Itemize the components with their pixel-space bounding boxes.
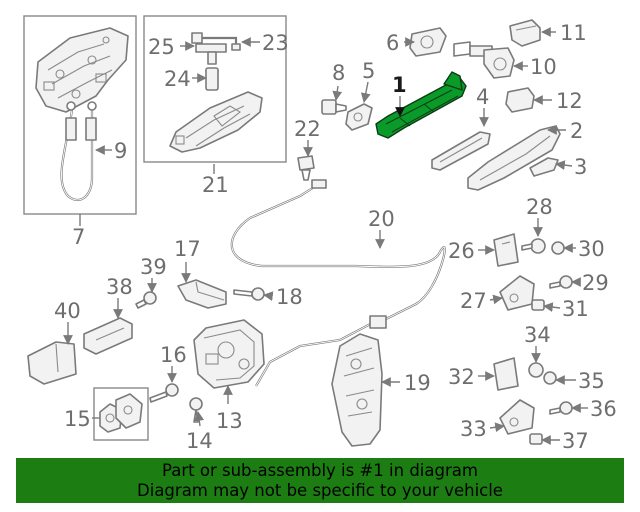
callout-26: 26 (448, 239, 475, 263)
parts-diagram: 1 2 3 4 5 6 7 8 9 10 11 12 13 14 15 16 1… (23, 15, 617, 453)
callout-36: 36 (590, 397, 617, 421)
callout-9: 9 (114, 139, 127, 163)
callout-4: 4 (476, 85, 489, 109)
trim-4 (431, 131, 491, 171)
callout-18: 18 (276, 285, 303, 309)
callout-15: 15 (64, 407, 91, 431)
banner-line-1: Part or sub-assembly is #1 in diagram (162, 461, 478, 480)
callout-25: 25 (148, 35, 175, 59)
lock-cylinder-10 (453, 41, 515, 79)
part-31 (531, 299, 545, 311)
nut-30 (551, 241, 565, 255)
callout-14: 14 (186, 429, 213, 453)
bolt-34 (528, 362, 544, 378)
callout-20: 20 (368, 207, 395, 231)
hinge-27 (499, 275, 535, 311)
group-box-15 (93, 387, 149, 441)
callout-32: 32 (448, 365, 475, 389)
info-banner: Part or sub-assembly is #1 in diagram Di… (16, 458, 624, 503)
nut-35 (543, 371, 557, 385)
part-24 (205, 67, 219, 91)
cable-20 (230, 179, 446, 387)
callout-7: 7 (72, 225, 85, 249)
hinge-26 (493, 233, 519, 267)
bolt-39 (135, 291, 157, 309)
callout-29: 29 (582, 271, 609, 295)
cable-9-part (60, 101, 97, 202)
seals-15 (99, 393, 143, 433)
callout-24: 24 (164, 67, 191, 91)
bracket-17 (177, 279, 227, 309)
banner-line-2: Diagram may not be specific to your vehi… (137, 481, 503, 500)
callout-30: 30 (578, 237, 605, 261)
callout-8: 8 (332, 61, 345, 85)
callout-3: 3 (574, 155, 587, 179)
callout-35: 35 (578, 369, 605, 393)
callout-38: 38 (106, 275, 133, 299)
callout-33: 33 (460, 417, 487, 441)
callout-11: 11 (560, 21, 587, 45)
callout-21: 21 (202, 173, 229, 197)
group-box-21 (143, 15, 287, 163)
hinge-33 (499, 399, 535, 435)
callout-12: 12 (556, 89, 583, 113)
callout-2: 2 (570, 119, 583, 143)
callout-17: 17 (174, 237, 201, 261)
callout-31: 31 (562, 297, 589, 321)
cap-11 (509, 19, 541, 47)
part-25 (207, 51, 217, 65)
outer-handle-2 (467, 125, 561, 191)
callout-23: 23 (262, 31, 289, 55)
callout-34: 34 (524, 323, 551, 347)
part-5 (345, 103, 373, 131)
screw-14 (189, 397, 203, 423)
callout-10: 10 (530, 55, 557, 79)
callout-13: 13 (216, 409, 243, 433)
callout-39: 39 (140, 255, 167, 279)
hinge-32 (493, 357, 519, 391)
wire-23-part (191, 32, 241, 53)
callout-37: 37 (562, 429, 589, 453)
bolt-36 (549, 401, 573, 415)
callout-5: 5 (362, 59, 375, 83)
handle-carrier-part (35, 27, 129, 113)
callout-28: 28 (526, 195, 553, 219)
part-37 (529, 433, 543, 445)
callout-27: 27 (460, 289, 487, 313)
highlighted-part-1 (375, 71, 467, 139)
bolt-29 (549, 275, 573, 289)
part-40 (27, 341, 77, 385)
callout-16: 16 (160, 343, 187, 367)
latch-13 (193, 319, 265, 389)
callout-labels: 1 2 3 4 5 6 7 8 9 10 11 12 13 14 15 16 1… (54, 21, 617, 453)
callout-40: 40 (54, 299, 81, 323)
bolt-28 (521, 238, 546, 254)
bracket-38 (83, 317, 133, 355)
screw-8 (321, 99, 347, 115)
screw-16 (149, 383, 179, 403)
panel-19 (331, 333, 383, 447)
callout-19: 19 (404, 371, 431, 395)
callout-6: 6 (386, 31, 399, 55)
bolt-18 (233, 287, 265, 301)
inner-handle-part (169, 91, 263, 153)
part-6 (409, 27, 447, 57)
callout-22: 22 (294, 117, 321, 141)
part-12 (505, 87, 535, 113)
bolt-22 (297, 155, 315, 181)
callout-1: 1 (392, 73, 407, 97)
leader-lines (63, 27, 588, 445)
